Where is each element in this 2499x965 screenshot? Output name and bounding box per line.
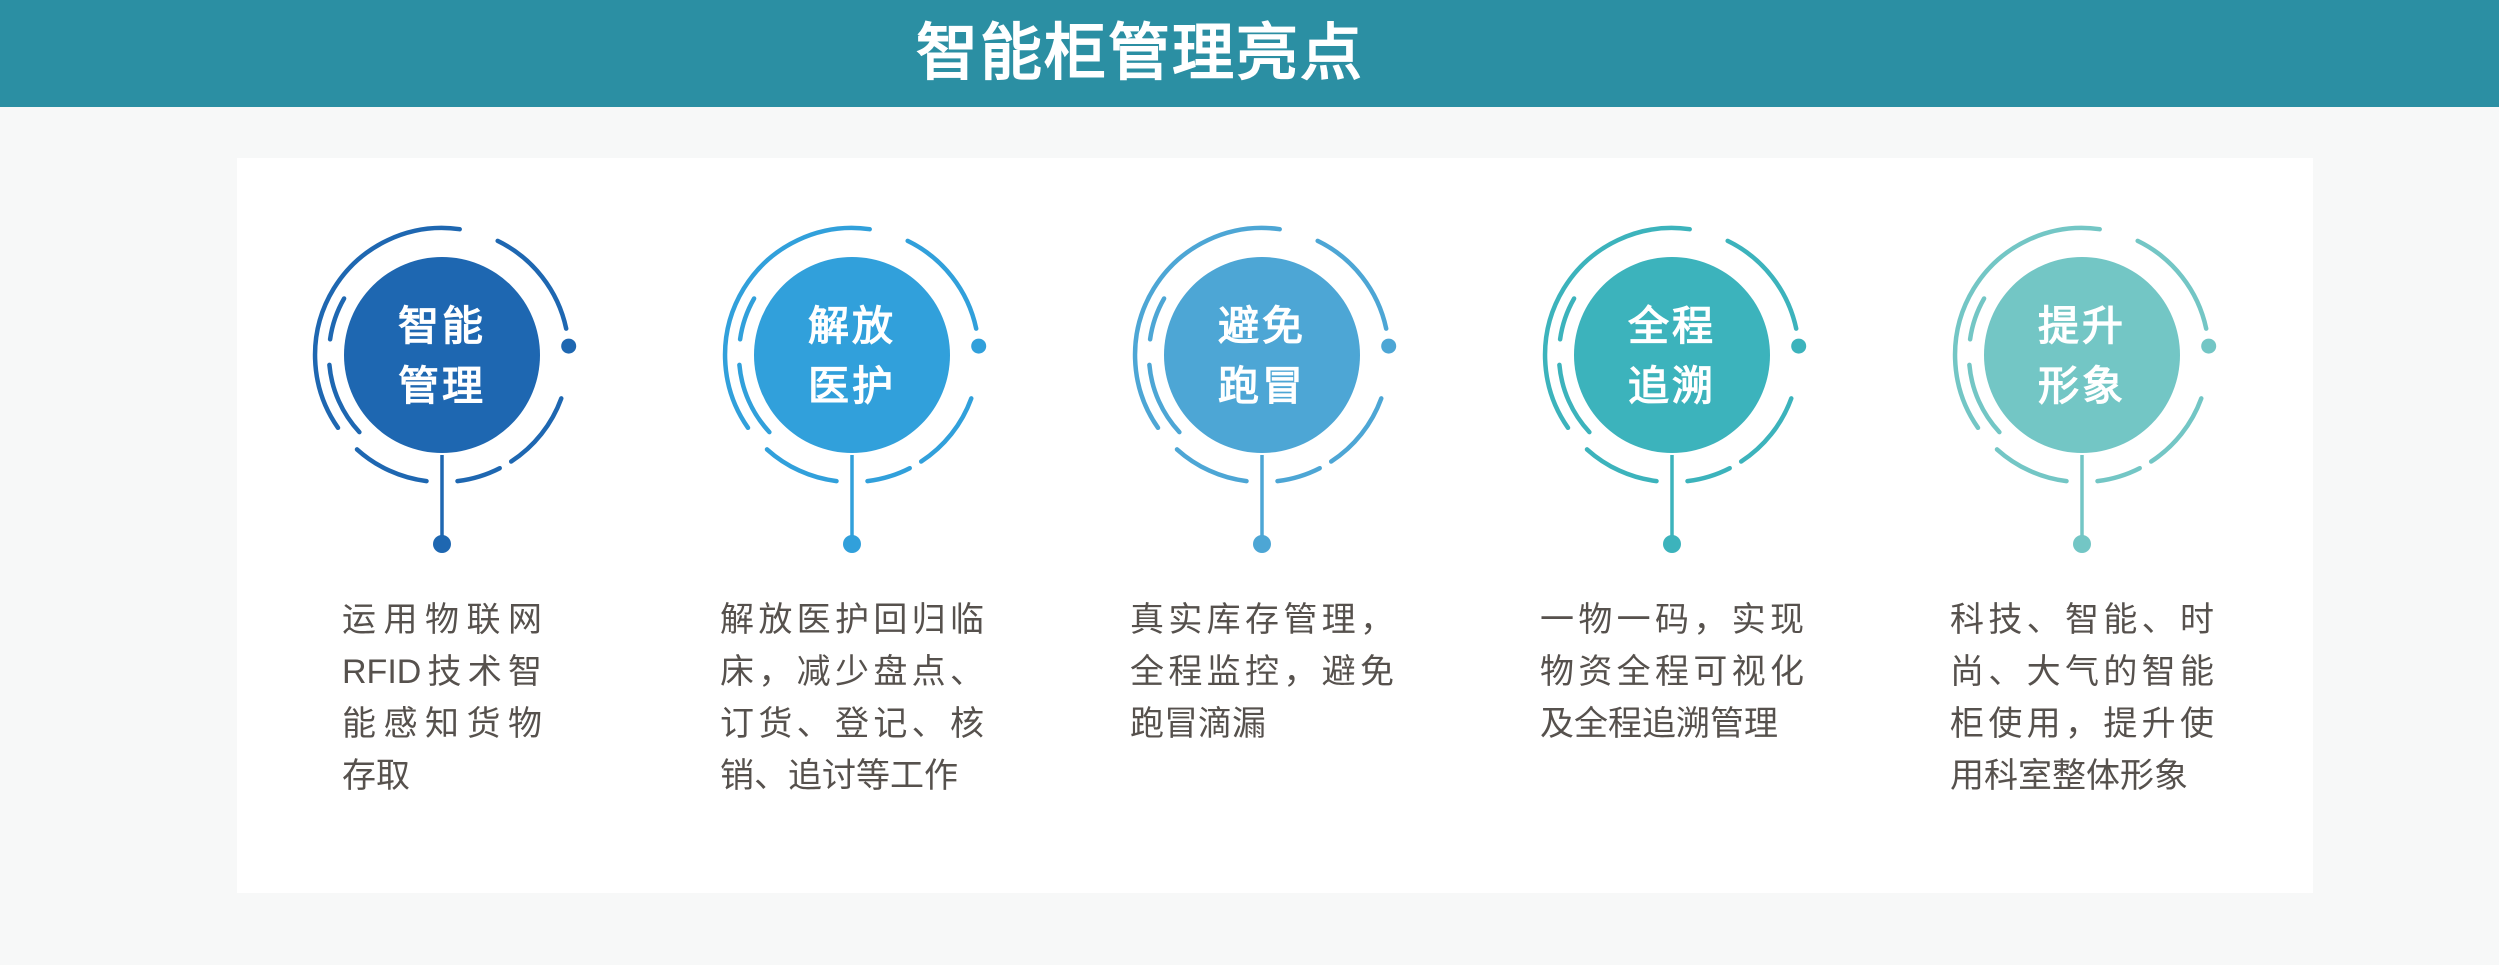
badge-label: 避免 跑冒	[1218, 303, 1306, 409]
badge-circle	[344, 257, 540, 453]
item-description: 一物一码，实现物资全程可视化及全程追溯管理	[1540, 601, 1804, 743]
item-description: 解放医护回归临床，减少盘点、订货、登记、核销、追讨等工作	[720, 601, 984, 795]
connector-dot	[843, 535, 861, 553]
circle-badge: 提升 形象	[1940, 215, 2224, 560]
items-row: 智能 管理 运用物联网RFID技术智能感知货物存取	[237, 158, 2313, 802]
badge-circle	[1574, 257, 1770, 453]
connector-dot	[433, 535, 451, 553]
ring-dot	[971, 338, 987, 354]
badge-label: 提升 形象	[2038, 303, 2126, 409]
highlight-item: 避免 跑冒 真实库存管理，全程监控，避免跑冒滴漏	[1057, 215, 1467, 802]
badge-label: 智能 管理	[398, 303, 486, 409]
ring-arcs	[722, 225, 979, 484]
highlight-item: 提升 形象 科技、智能、时尚、大气的智能柜使用，提升使用科室整体形象	[1877, 215, 2287, 802]
page-title: 智能柜管理亮点	[915, 19, 1364, 88]
connector-dot	[2073, 535, 2091, 553]
badge-circle	[1164, 257, 1360, 453]
ring-dot	[1791, 338, 1807, 354]
ring-arcs	[312, 225, 569, 484]
header-bar: 智能柜管理亮点	[0, 0, 2499, 107]
content-panel: 智能 管理 运用物联网RFID技术智能感知货物存取	[237, 158, 2313, 893]
ring-dot	[561, 338, 577, 354]
badge-graphic	[312, 225, 577, 553]
circle-badge: 全程 追溯	[1530, 215, 1814, 560]
badge-circle	[1984, 257, 2180, 453]
badge-graphic	[722, 225, 987, 553]
item-description: 科技、智能、时尚、大气的智能柜使用，提升使用科室整体形象	[1950, 601, 2214, 795]
circle-badge: 智能 管理	[300, 215, 584, 560]
circle-badge: 避免 跑冒	[1120, 215, 1404, 560]
badge-graphic	[1542, 225, 1807, 553]
ring-dot	[1381, 338, 1397, 354]
ring-arcs	[1952, 225, 2209, 484]
ring-arcs	[1542, 225, 1799, 484]
badge-circle	[754, 257, 950, 453]
badge-label: 全程 追溯	[1628, 303, 1716, 409]
badge-graphic	[1132, 225, 1397, 553]
badge-label: 解放 医护	[808, 303, 896, 409]
highlight-item: 解放 医护 解放医护回归临床，减少盘点、订货、登记、核销、追讨等工作	[647, 215, 1057, 802]
connector-dot	[1253, 535, 1271, 553]
ring-dot	[2201, 338, 2217, 354]
badge-graphic	[1952, 225, 2217, 553]
highlight-item: 智能 管理 运用物联网RFID技术智能感知货物存取	[237, 215, 647, 802]
item-description: 运用物联网RFID技术智能感知货物存取	[342, 601, 542, 795]
circle-badge: 解放 医护	[710, 215, 994, 560]
item-description: 真实库存管理，全程监控，避免跑冒滴漏	[1130, 601, 1394, 743]
ring-arcs	[1132, 225, 1389, 484]
connector-dot	[1663, 535, 1681, 553]
highlight-item: 全程 追溯 一物一码，实现物资全程可视化及全程追溯管理	[1467, 215, 1877, 802]
